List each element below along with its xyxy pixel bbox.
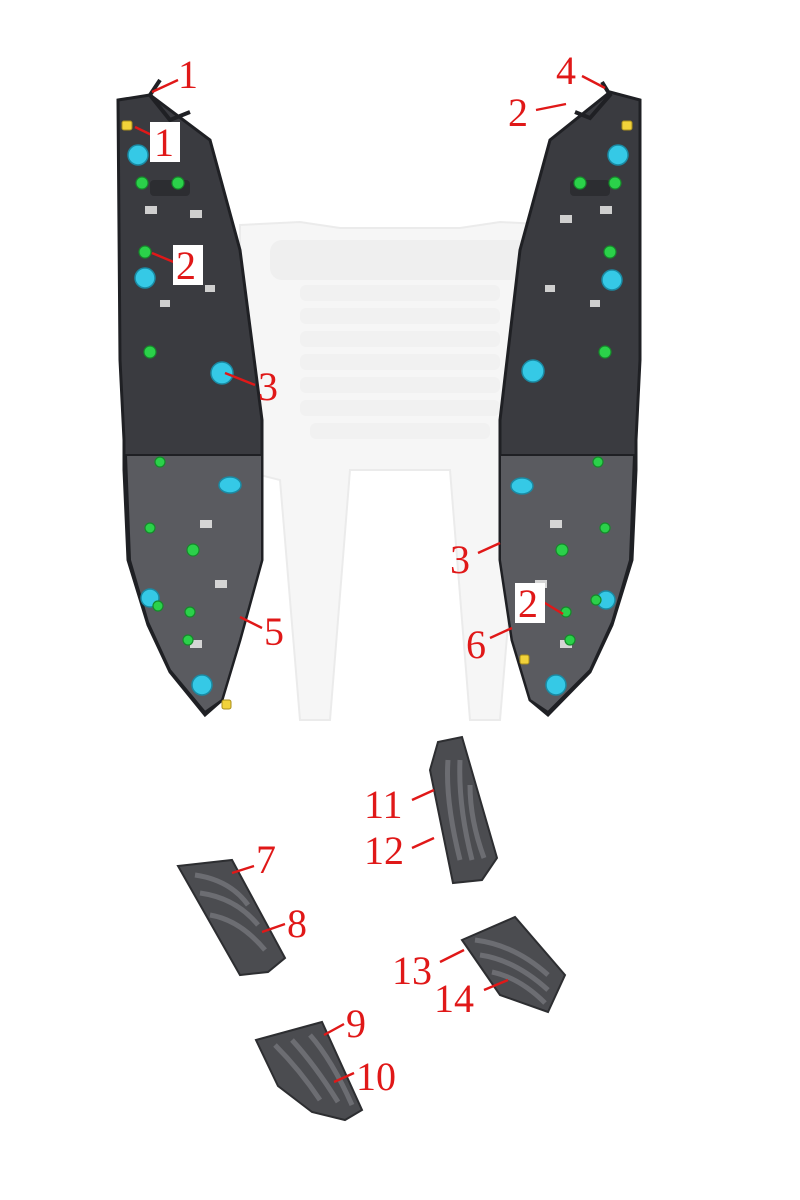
floor-mat-9-10 <box>254 1020 364 1122</box>
cyan-fastener <box>210 361 234 385</box>
floor-mat-11-12 <box>428 735 499 885</box>
callout-12: 12 <box>364 828 404 873</box>
callout-10: 10 <box>356 1054 396 1099</box>
callout-2: 2 <box>508 90 528 135</box>
callout-5: 5 <box>264 609 284 654</box>
green-clip <box>560 606 572 618</box>
green-clip <box>182 634 194 646</box>
cyan-fastener <box>601 269 623 291</box>
leader-lines <box>134 74 606 1084</box>
green-clip <box>152 600 164 612</box>
green-clip <box>144 522 156 534</box>
floor-mat-13-14 <box>460 915 567 1014</box>
callout-8: 8 <box>287 901 307 946</box>
cyan-fastener <box>134 267 156 289</box>
cyan-fastener <box>521 359 545 383</box>
green-clip <box>573 176 587 190</box>
callout-13: 13 <box>392 948 432 993</box>
cyan-fastener <box>510 477 534 495</box>
green-clip <box>608 176 622 190</box>
green-clip <box>138 245 152 259</box>
floor-mat-7-8 <box>176 858 287 977</box>
cyan-fastener <box>218 476 242 494</box>
green-clip <box>590 594 602 606</box>
callout-1: 1 <box>154 120 174 165</box>
green-clip <box>186 543 200 557</box>
callout-3: 3 <box>450 537 470 582</box>
yellow-clip <box>519 654 530 665</box>
yellow-clip <box>121 120 133 131</box>
center-frame-ghost <box>239 220 561 721</box>
green-clip <box>143 345 157 359</box>
callout-labels: 1 1 2 3 5 4 2 3 2 6 7 8 9 10 11 12 13 14 <box>150 48 576 1099</box>
callout-9: 9 <box>346 1001 366 1046</box>
callout-box <box>515 583 545 623</box>
green-clip <box>564 634 576 646</box>
yellow-clips <box>121 120 633 710</box>
green-clip <box>599 522 611 534</box>
yellow-clip <box>221 699 232 710</box>
cyan-fasteners <box>127 144 629 696</box>
callout-2: 2 <box>176 243 196 288</box>
callout-1: 1 <box>178 52 198 97</box>
green-clip <box>555 543 569 557</box>
cyan-fastener <box>545 674 567 696</box>
callout-14: 14 <box>434 976 474 1021</box>
green-clip <box>135 176 149 190</box>
green-clip <box>592 456 604 468</box>
green-clip <box>598 345 612 359</box>
callout-6: 6 <box>466 622 486 667</box>
callout-3: 3 <box>258 364 278 409</box>
cyan-fastener <box>191 674 213 696</box>
callout-box <box>150 122 180 162</box>
left-side-panel <box>116 78 264 718</box>
green-clip <box>171 176 185 190</box>
green-clip <box>184 606 196 618</box>
callout-7: 7 <box>256 837 276 882</box>
green-clip <box>154 456 166 468</box>
callout-11: 11 <box>364 782 403 827</box>
yellow-clip <box>621 120 633 131</box>
callout-4: 4 <box>556 48 576 93</box>
cyan-fastener <box>127 144 149 166</box>
callout-box <box>173 245 203 285</box>
green-clip <box>603 245 617 259</box>
cyan-fastener <box>607 144 629 166</box>
callout-2: 2 <box>518 581 538 626</box>
